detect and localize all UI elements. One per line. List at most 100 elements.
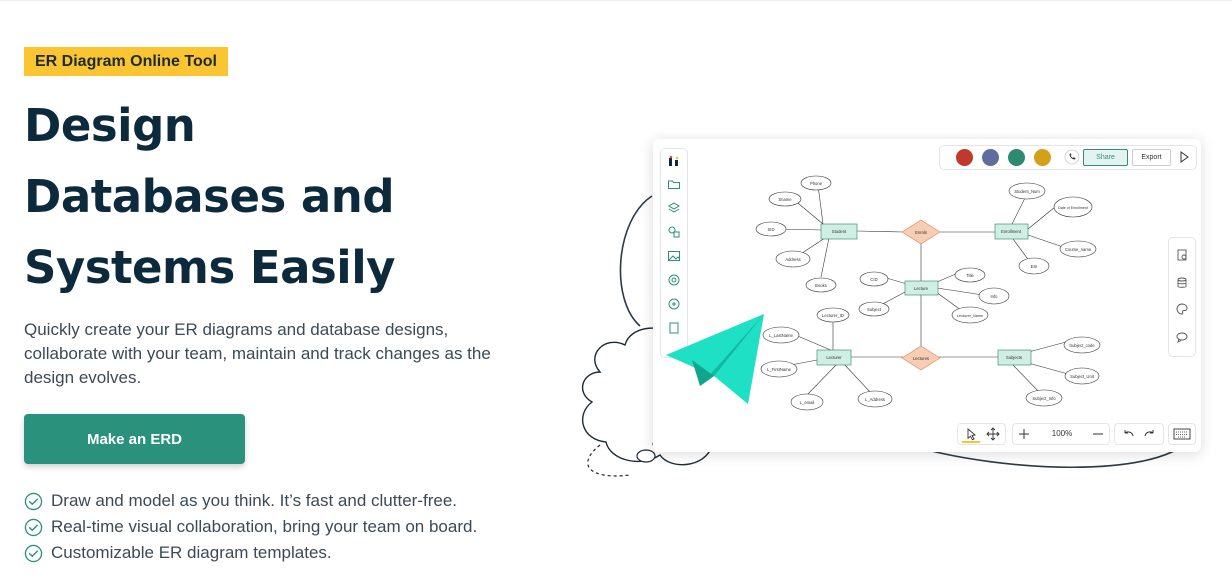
zoom-controls: 100%: [1012, 423, 1110, 445]
check-circle-icon: [24, 518, 43, 536]
attribute-label: Phone: [810, 181, 823, 186]
attribute-phone: [800, 175, 832, 191]
entity-label: Lecturer: [826, 355, 842, 360]
export-button[interactable]: Export: [1132, 149, 1171, 166]
entity-lecturer: [816, 349, 852, 366]
relationship-label: Enrols: [915, 230, 927, 235]
page-title: Design Databases and Systems Easily: [24, 90, 454, 303]
entity-subjects: [997, 349, 1032, 366]
history-controls: [1114, 423, 1164, 445]
entity-enrollment: [994, 223, 1029, 240]
attribute-label: Lecturer_ID: [822, 313, 844, 318]
attribute-subject-code: [1063, 336, 1101, 354]
image-icon[interactable]: [667, 249, 681, 263]
attribute-title: [954, 267, 986, 283]
attribute-label: L_email: [800, 400, 815, 405]
attribute-label: Sname: [778, 197, 792, 202]
logo-icon: [669, 155, 679, 166]
attribute-label: Subject_Info: [1032, 396, 1056, 401]
attribute-label: Title: [966, 273, 974, 278]
avatar: [1034, 149, 1051, 166]
attribute-course-name: [1059, 240, 1097, 258]
palette-icon[interactable]: [1175, 302, 1189, 316]
attribute-label: CID: [870, 277, 877, 282]
document-icon[interactable]: [667, 321, 681, 335]
thought-trail: [587, 444, 631, 477]
entity-lecture: [904, 280, 939, 296]
folder-icon[interactable]: [667, 177, 681, 191]
select-pointer-icon[interactable]: [964, 427, 978, 441]
relationship-enrols: [901, 219, 941, 245]
attribute-label: Student_Num: [1014, 189, 1040, 194]
play-icon[interactable]: [1178, 150, 1190, 164]
right-toolbar: [1168, 237, 1196, 357]
headline-line-3: Systems Easily: [24, 241, 395, 294]
subheading: Quickly create your ER diagrams and data…: [24, 320, 491, 387]
attribute-label: ESI: [1031, 264, 1038, 269]
attribute-l-address: [857, 390, 893, 408]
attribute-address: [775, 250, 811, 268]
attribute-subject: [858, 301, 890, 317]
layers-icon[interactable]: [667, 201, 681, 215]
check-circle-icon: [24, 492, 43, 510]
attribute-label: L_FirstName: [767, 367, 792, 372]
keyboard-icon[interactable]: [1173, 428, 1191, 440]
attribute-label: Course_name: [1065, 247, 1092, 252]
attribute-label: SID: [768, 227, 775, 232]
feature-item: Real-time visual collaboration, bring yo…: [24, 514, 477, 540]
make-erd-button[interactable]: Make an ERD: [24, 414, 245, 464]
entity-student: [820, 223, 858, 240]
attribute-esi: [1018, 257, 1050, 275]
attribute-books: [805, 277, 837, 293]
feature-item: Customizable ER diagram templates.: [24, 540, 477, 566]
shapes-icon[interactable]: [667, 225, 681, 239]
relationship-lectures: [901, 345, 941, 371]
attribute-label: Info: [991, 294, 999, 299]
attribute-lecturer-name: [951, 306, 989, 324]
attribute-sname: [768, 191, 802, 207]
attribute-info: [978, 287, 1010, 305]
attribute-label: Subject_code: [1069, 343, 1095, 348]
avatar: [1008, 149, 1025, 166]
attribute-label: Date of Enrollment: [1058, 206, 1088, 210]
attribute-l-email: [790, 393, 824, 411]
pan-move-icon[interactable]: [986, 427, 1000, 441]
attribute-student-num: [1008, 182, 1046, 200]
attribute-sid: [755, 221, 787, 237]
pointer-controls: [957, 423, 1006, 445]
zoom-in-icon[interactable]: [1018, 428, 1030, 440]
er-diagram-canvas: Student Enrollment Lecture Lecturer Subj…: [755, 175, 1101, 411]
relationship-label: Lectures: [913, 356, 929, 361]
attribute-label: Subject: [867, 307, 882, 312]
phone-icon[interactable]: [1064, 149, 1080, 165]
entity-label: Enrollment: [1001, 229, 1022, 234]
active-tool-indicator: [962, 441, 980, 443]
plugin-icon[interactable]: [667, 297, 681, 311]
share-button[interactable]: Share: [1083, 149, 1128, 166]
comment-icon[interactable]: [1175, 330, 1189, 344]
attribute-label: Address: [785, 257, 800, 262]
integration-icon[interactable]: [667, 273, 681, 287]
undo-icon[interactable]: [1121, 427, 1135, 441]
left-toolbar: [660, 148, 688, 358]
entity-label: Student: [832, 229, 847, 234]
feature-text: Draw and model as you think. It’s fast a…: [51, 491, 457, 510]
entity-label: Lecture: [914, 286, 929, 291]
attribute-label: L_Address: [865, 397, 885, 402]
redo-icon[interactable]: [1143, 427, 1157, 441]
feature-text: Customizable ER diagram templates.: [51, 543, 332, 562]
headline-line-1: Design: [24, 99, 196, 152]
attribute-subject-info: [1025, 389, 1063, 407]
app-mockup: Student Enrollment Lecture Lecturer Subj…: [653, 139, 1201, 452]
avatar: [982, 149, 999, 166]
headline-line-2: Databases and: [24, 170, 395, 223]
attribute-label: L_LastName: [769, 333, 793, 338]
page-settings-icon[interactable]: [1175, 248, 1189, 262]
attribute-cid: [859, 271, 889, 287]
attribute-lecturer-id: [816, 307, 850, 323]
attribute-label: Lecturer_Name: [957, 314, 983, 318]
database-icon[interactable]: [1175, 276, 1189, 290]
entity-label: Subjects: [1006, 355, 1022, 360]
top-divider: [0, 0, 1232, 1]
zoom-out-icon[interactable]: [1092, 428, 1104, 440]
